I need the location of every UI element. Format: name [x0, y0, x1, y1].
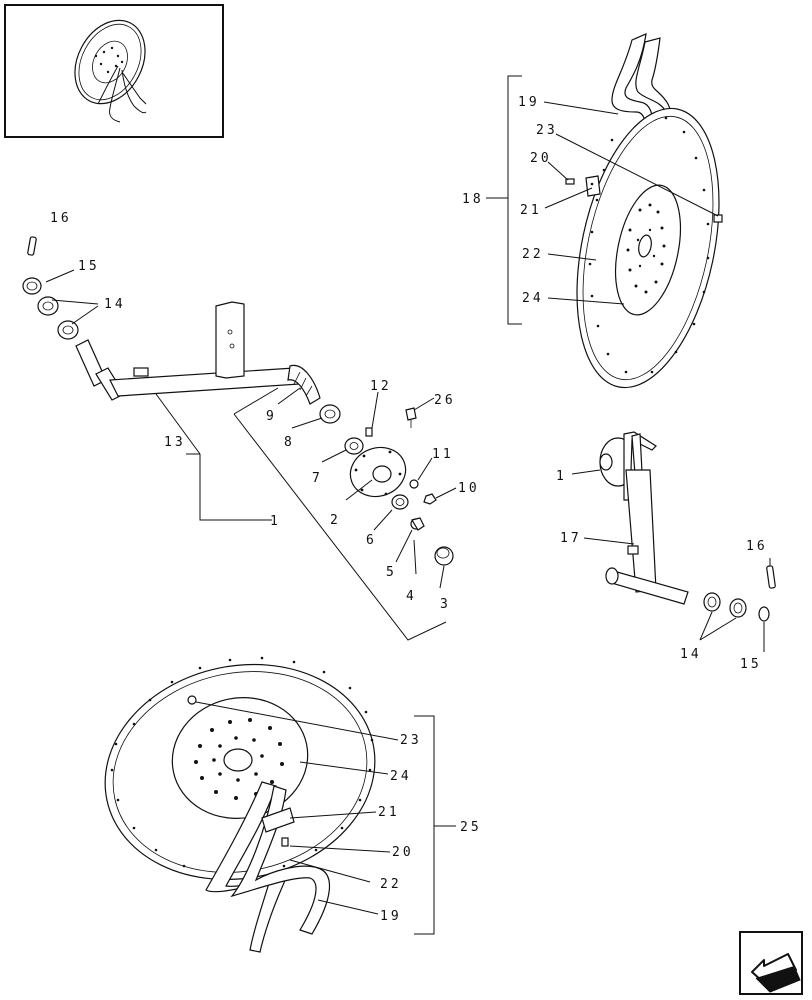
label-6: 6 — [366, 533, 377, 548]
label-8: 8 — [284, 435, 295, 450]
disc-assembly-bottom — [104, 656, 456, 953]
label-18: 18 — [462, 192, 484, 207]
label-3: 3 — [440, 597, 451, 612]
label-5: 5 — [386, 565, 397, 580]
label-20: 20 — [530, 151, 552, 166]
label-14-right: 14 — [680, 647, 702, 662]
label-22: 22 — [522, 247, 544, 262]
label-16: 16 — [50, 211, 72, 226]
thumbnail-inset[interactable] — [4, 4, 224, 138]
label-7: 7 — [312, 471, 323, 486]
label-14: 14 — [104, 297, 126, 312]
label-4: 4 — [406, 589, 417, 604]
label-25: 25 — [460, 820, 482, 835]
label-23-bottom: 23 — [400, 733, 422, 748]
label-24-bottom: 24 — [390, 769, 412, 784]
label-15-right: 15 — [740, 657, 762, 672]
label-24: 24 — [522, 291, 544, 306]
disc-assembly-top — [486, 33, 723, 389]
label-13: 13 — [164, 435, 186, 450]
axle-assembly-right — [571, 431, 776, 652]
label-19: 19 — [518, 95, 540, 110]
label-16-right: 16 — [746, 539, 768, 554]
label-17: 17 — [560, 531, 582, 546]
axle-assembly-left — [22, 236, 457, 641]
label-1-right: 1 — [556, 469, 567, 484]
label-20-bottom: 20 — [392, 845, 414, 860]
label-15: 15 — [78, 259, 100, 274]
label-10: 10 — [458, 481, 480, 496]
label-26: 26 — [434, 393, 456, 408]
part-labels: 19 23 20 18 21 22 24 16 15 14 12 26 9 13… — [50, 95, 768, 924]
label-21: 21 — [520, 203, 542, 218]
label-11: 11 — [432, 447, 454, 462]
label-9: 9 — [266, 409, 277, 424]
arrow-back-icon[interactable] — [739, 931, 803, 995]
label-23: 23 — [536, 123, 558, 138]
label-19-bottom: 19 — [380, 909, 402, 924]
label-2: 2 — [330, 513, 341, 528]
label-21-bottom: 21 — [378, 805, 400, 820]
label-22-bottom: 22 — [380, 877, 402, 892]
label-1: 1 — [270, 514, 281, 529]
label-12: 12 — [370, 379, 392, 394]
